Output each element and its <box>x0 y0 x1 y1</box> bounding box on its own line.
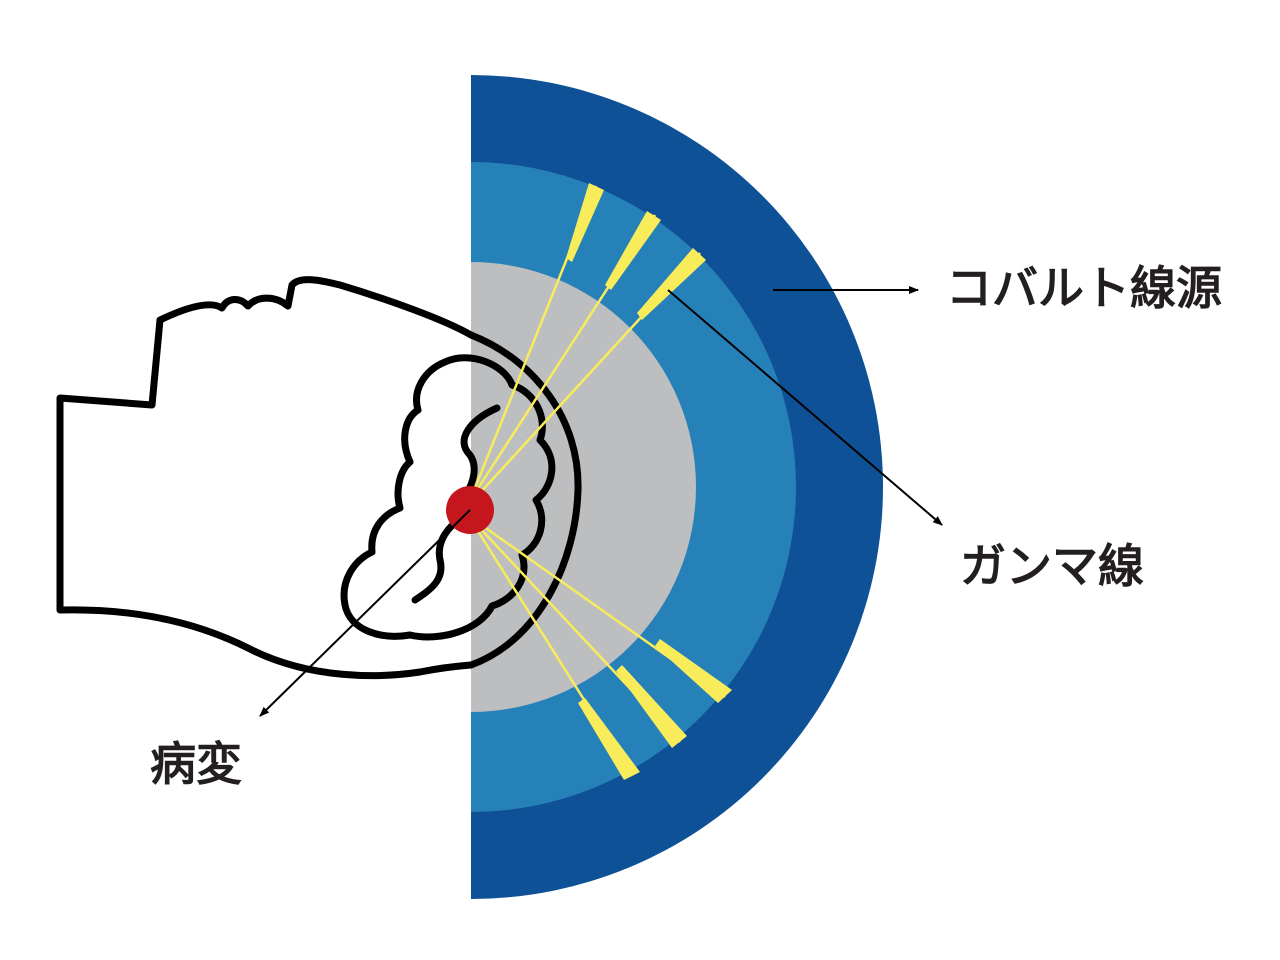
gamma-arrow <box>667 289 943 526</box>
head-profile-icon <box>56 276 582 680</box>
skull-outline <box>467 331 582 669</box>
lesion-arrow <box>259 509 471 717</box>
gamma-beam-icon <box>566 183 732 780</box>
cobalt-source-label: コバルト線源 <box>946 261 1222 315</box>
leader-arrows <box>259 286 943 717</box>
lesion-label: 病変 <box>150 737 242 791</box>
cobalt-unit <box>471 75 883 899</box>
gamma-rays-label: ガンマ線 <box>960 539 1144 593</box>
